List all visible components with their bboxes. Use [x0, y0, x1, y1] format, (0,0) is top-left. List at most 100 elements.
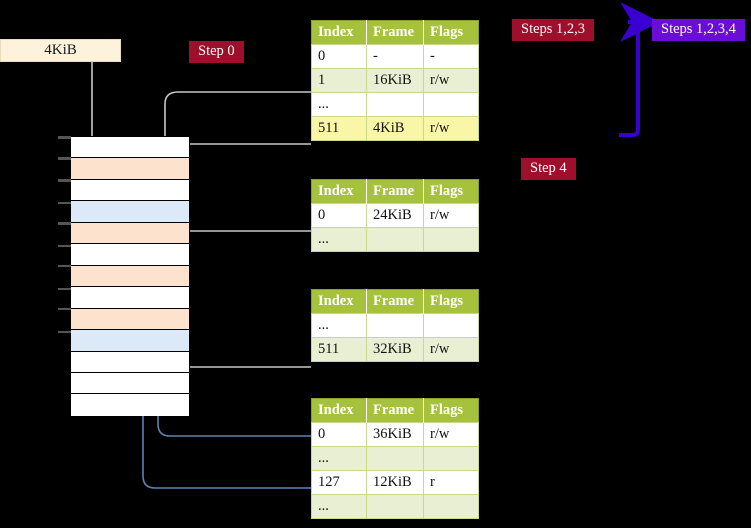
table-row: ...	[311, 92, 479, 117]
table-cell-flags	[423, 92, 479, 117]
table-cell-frame: 32KiB	[366, 337, 424, 362]
memory-row-tick	[58, 178, 71, 181]
badge-steps-1-2-3-label: Steps 1,2,3	[521, 21, 586, 37]
badge-step-4-label: Step 4	[530, 160, 567, 176]
table-row: ...	[311, 313, 479, 338]
table-cell-flags: r/w	[423, 203, 479, 228]
table-cell-frame	[366, 446, 424, 471]
table-cell-flags: -	[423, 44, 479, 69]
column-header-flags: Flags	[423, 179, 479, 204]
memory-frame-row	[71, 308, 189, 331]
memory-block-4kib: 4KiB	[0, 39, 121, 62]
column-header-index: Index	[311, 179, 367, 204]
table-row: ...	[311, 446, 479, 471]
memory-block-label: 4KiB	[44, 42, 77, 58]
table-cell-flags	[423, 313, 479, 338]
memory-row-tick	[58, 137, 71, 139]
table-cell-index: 511	[311, 337, 367, 362]
table-cell-index: 1	[311, 68, 367, 93]
memory-frame-row	[71, 330, 189, 352]
memory-frame-row	[71, 137, 189, 159]
table-cell-frame	[366, 494, 424, 519]
table-row: ...	[311, 494, 479, 519]
table-cell-flags	[423, 227, 479, 252]
table-cell-flags: r	[423, 470, 479, 495]
table-cell-index: 0	[311, 44, 367, 69]
memory-frame-row	[71, 351, 189, 373]
table-cell-index: ...	[311, 313, 367, 338]
memory-row-tick	[58, 245, 71, 247]
table-cell-index: ...	[311, 92, 367, 117]
table-cell-frame	[366, 313, 424, 338]
column-header-flags: Flags	[423, 289, 479, 314]
table-cell-flags: r/w	[423, 68, 479, 93]
badge-step-4: Step 4	[521, 158, 576, 180]
memory-frame-row	[71, 394, 189, 416]
memory-row-tick	[58, 307, 71, 310]
table-cell-frame: 24KiB	[366, 203, 424, 228]
memory-frame-row	[71, 265, 189, 288]
table-cell-index: 127	[311, 470, 367, 495]
memory-frame-row	[71, 222, 189, 245]
wire-table1-4kib	[177, 143, 311, 170]
memory-row-tick	[58, 202, 71, 204]
memory-row-tick	[58, 180, 71, 182]
memory-row-tick	[58, 223, 71, 225]
memory-frame-row	[71, 158, 189, 180]
column-header-frame: Frame	[366, 179, 424, 204]
table-row: ...	[311, 227, 479, 252]
table-cell-frame	[366, 92, 424, 117]
memory-frame-row	[71, 287, 189, 309]
table-cell-index: 0	[311, 422, 367, 447]
table-cell-frame: 36KiB	[366, 422, 424, 447]
table-cell-index: 0	[311, 203, 367, 228]
memory-row-tick	[58, 288, 71, 290]
column-header-flags: Flags	[423, 398, 479, 423]
badge-step-0: Step 0	[189, 41, 244, 63]
table-cell-flags: r/w	[423, 116, 479, 141]
badge-step-0-label: Step 0	[198, 43, 235, 59]
column-header-frame: Frame	[366, 20, 424, 45]
table-cell-index: 511	[311, 116, 367, 141]
table-cell-flags	[423, 446, 479, 471]
memory-frame-row	[71, 179, 189, 202]
table-cell-frame: 4KiB	[366, 116, 424, 141]
wire-steps-bracket	[619, 2, 660, 137]
column-header-index: Index	[311, 20, 367, 45]
table-cell-frame: -	[366, 44, 424, 69]
badge-steps-1-2-3-4: Steps 1,2,3,4	[652, 19, 745, 41]
table-cell-index: ...	[311, 446, 367, 471]
memory-row-tick	[58, 221, 71, 224]
memory-row-tick	[58, 264, 71, 267]
table-cell-frame	[366, 227, 424, 252]
memory-frame-row	[71, 201, 189, 223]
column-header-frame: Frame	[366, 289, 424, 314]
table-cell-index: ...	[311, 494, 367, 519]
column-header-index: Index	[311, 289, 367, 314]
table-cell-flags: r/w	[423, 422, 479, 447]
column-header-index: Index	[311, 398, 367, 423]
table-cell-frame: 16KiB	[366, 68, 424, 93]
table-row: 0--	[311, 44, 479, 69]
memory-row-tick	[58, 331, 71, 333]
memory-frame-row	[71, 372, 189, 395]
column-header-frame: Frame	[366, 398, 424, 423]
